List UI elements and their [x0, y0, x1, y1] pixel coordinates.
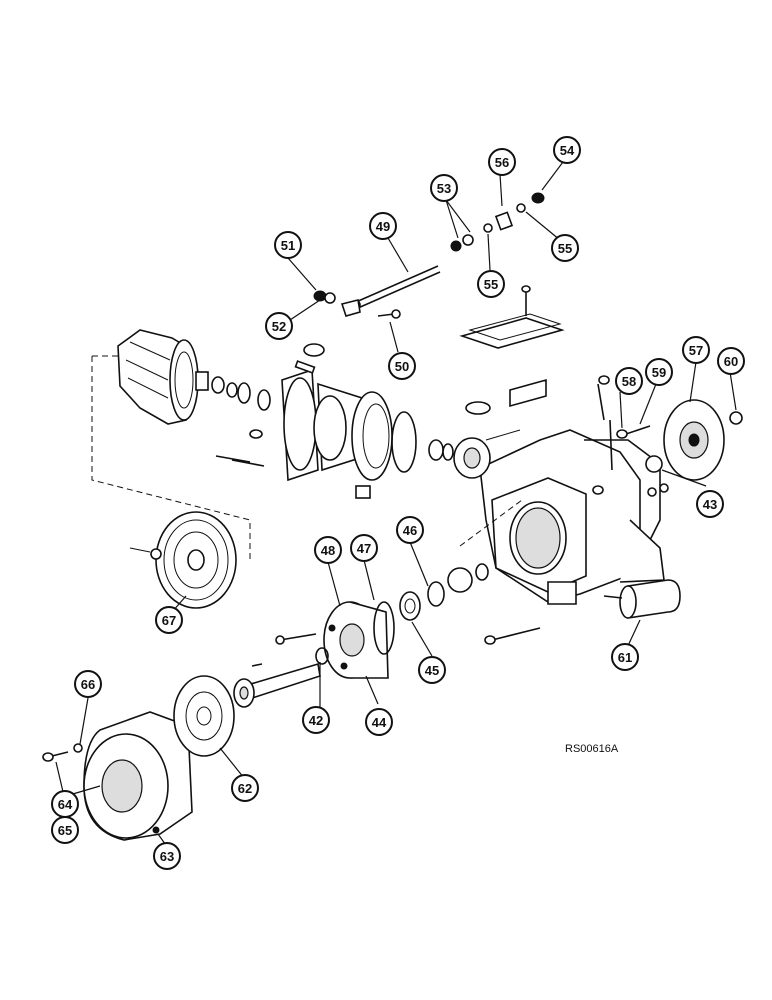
- svg-text:50: 50: [395, 359, 409, 374]
- callout-65[interactable]: 65: [51, 816, 79, 844]
- svg-text:67: 67: [162, 613, 176, 628]
- callout-61[interactable]: 61: [611, 643, 639, 671]
- callout-52[interactable]: 52: [265, 312, 293, 340]
- callout-49[interactable]: 49: [369, 212, 397, 240]
- callout-67[interactable]: 67: [155, 606, 183, 634]
- adapter-housing: [215, 343, 454, 499]
- svg-text:52: 52: [272, 319, 286, 334]
- svg-text:59: 59: [652, 365, 666, 380]
- callout-62[interactable]: 62: [231, 774, 259, 802]
- callout-64[interactable]: 64: [51, 790, 79, 818]
- svg-text:55: 55: [484, 277, 498, 292]
- callout-44[interactable]: 44: [365, 708, 393, 736]
- svg-text:45: 45: [425, 663, 439, 678]
- svg-text:49: 49: [376, 219, 390, 234]
- svg-text:54: 54: [560, 143, 575, 158]
- svg-text:48: 48: [321, 543, 335, 558]
- svg-text:43: 43: [703, 497, 717, 512]
- leader-lines: [55, 157, 737, 849]
- callout-43[interactable]: 43: [696, 490, 724, 518]
- callout-54[interactable]: 54: [553, 136, 581, 164]
- callout-bubbles: 42 43 44 45 46 47 48 49 50 51 52 53 54 5…: [51, 136, 745, 870]
- svg-text:56: 56: [495, 155, 509, 170]
- callout-42[interactable]: 42: [302, 706, 330, 734]
- callout-58[interactable]: 58: [615, 367, 643, 395]
- filter-canister: [484, 579, 681, 645]
- svg-text:65: 65: [58, 823, 72, 838]
- callout-50[interactable]: 50: [388, 352, 416, 380]
- callout-66[interactable]: 66: [74, 670, 102, 698]
- svg-text:61: 61: [618, 650, 632, 665]
- motor-assembly: [91, 329, 271, 560]
- svg-text:63: 63: [160, 849, 174, 864]
- svg-text:47: 47: [357, 541, 371, 556]
- svg-text:58: 58: [622, 374, 636, 389]
- figure-reference-code: RS00616A: [565, 743, 619, 755]
- cover-assembly: [42, 675, 235, 841]
- callout-45[interactable]: 45: [418, 656, 446, 684]
- svg-text:53: 53: [437, 181, 451, 196]
- svg-text:62: 62: [238, 781, 252, 796]
- callout-59[interactable]: 59: [645, 358, 673, 386]
- svg-text:66: 66: [81, 677, 95, 692]
- svg-text:44: 44: [372, 715, 387, 730]
- callout-51[interactable]: 51: [274, 231, 302, 259]
- gearbox-housing: [453, 375, 665, 605]
- callout-46[interactable]: 46: [396, 516, 424, 544]
- svg-text:42: 42: [309, 713, 323, 728]
- svg-text:64: 64: [58, 797, 73, 812]
- callout-56[interactable]: 56: [488, 148, 516, 176]
- callout-55-lower[interactable]: 55: [477, 270, 505, 298]
- callout-63[interactable]: 63: [153, 842, 181, 870]
- pulley-assembly: [129, 511, 237, 609]
- callout-55-right[interactable]: 55: [551, 234, 579, 262]
- svg-text:55: 55: [558, 241, 572, 256]
- svg-text:57: 57: [689, 343, 703, 358]
- callout-53[interactable]: 53: [430, 174, 458, 202]
- callout-48[interactable]: 48: [314, 536, 342, 564]
- svg-text:51: 51: [281, 238, 295, 253]
- bearing-housing-assembly: [233, 563, 489, 708]
- callout-60[interactable]: 60: [717, 347, 745, 375]
- clutch-disc: [616, 399, 743, 497]
- svg-text:60: 60: [724, 354, 738, 369]
- svg-text:46: 46: [403, 523, 417, 538]
- callout-57[interactable]: 57: [682, 336, 710, 364]
- callout-47[interactable]: 47: [350, 534, 378, 562]
- upper-shaft-assembly: [313, 192, 565, 349]
